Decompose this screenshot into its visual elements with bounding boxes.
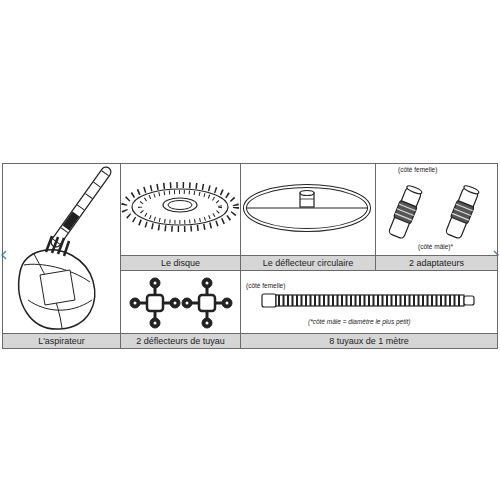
part-caption: 8 tuyaux de 1 mètre: [241, 333, 497, 348]
part-cell: 2 adaptateurs: [375, 163, 498, 271]
part-caption: 2 déflecteurs de tuyau: [121, 333, 240, 348]
disc-part: [124, 185, 236, 229]
hose-part: [262, 294, 474, 307]
part-cell: Le déflecteur circulaire: [240, 163, 376, 271]
part-caption: L'aspirateur: [3, 333, 120, 348]
hose-deflector: [130, 278, 232, 328]
part-note: (*côté mâle = diamètre le plus petit): [308, 318, 410, 326]
part-caption: Le disque: [121, 255, 240, 270]
part-cell: 8 tuyaux de 1 mètre: [240, 270, 498, 349]
part-cell: L'aspirateur: [2, 163, 121, 349]
adapter-part: [387, 184, 480, 239]
circular-deflector: [245, 186, 369, 230]
part-note: (côté femelle): [398, 166, 437, 174]
part-caption: Le déflecteur circulaire: [241, 255, 375, 270]
part-cell: 2 déflecteurs de tuyau: [120, 270, 241, 349]
vacuum-head: [19, 172, 106, 329]
part-cell: Le disque: [120, 163, 241, 271]
part-note: (côté mâle)*: [418, 243, 453, 251]
part-caption: 2 adaptateurs: [376, 255, 497, 270]
part-note: (côté femelle): [246, 282, 285, 290]
